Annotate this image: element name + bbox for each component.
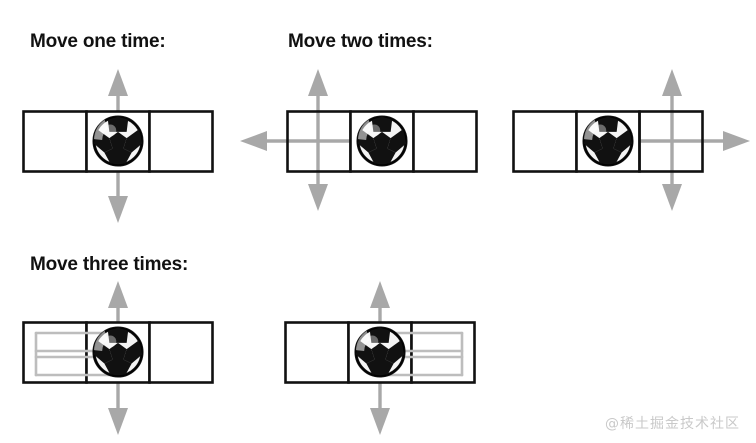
heading-move-three-times: Move three times: bbox=[30, 254, 189, 275]
heading-move-one-time: Move one time: bbox=[30, 31, 166, 52]
diagram-move-three-times-right bbox=[262, 278, 498, 443]
diagram-move-two-times-left bbox=[232, 66, 488, 226]
arrow-group bbox=[240, 69, 382, 211]
diagram-move-one-time bbox=[0, 66, 236, 226]
soccer-ball-icon bbox=[354, 326, 406, 378]
soccer-ball-icon bbox=[356, 115, 408, 167]
watermark-text: @稀土掘金技术社区 bbox=[605, 416, 740, 432]
cell-grid bbox=[22, 110, 214, 173]
soccer-ball-icon bbox=[92, 115, 144, 167]
diagram-move-two-times-right bbox=[500, 66, 756, 226]
soccer-ball-icon bbox=[582, 115, 634, 167]
heading-move-two-times: Move two times: bbox=[288, 31, 433, 52]
diagram-move-three-times-left bbox=[0, 278, 236, 443]
soccer-ball-icon bbox=[92, 326, 144, 378]
